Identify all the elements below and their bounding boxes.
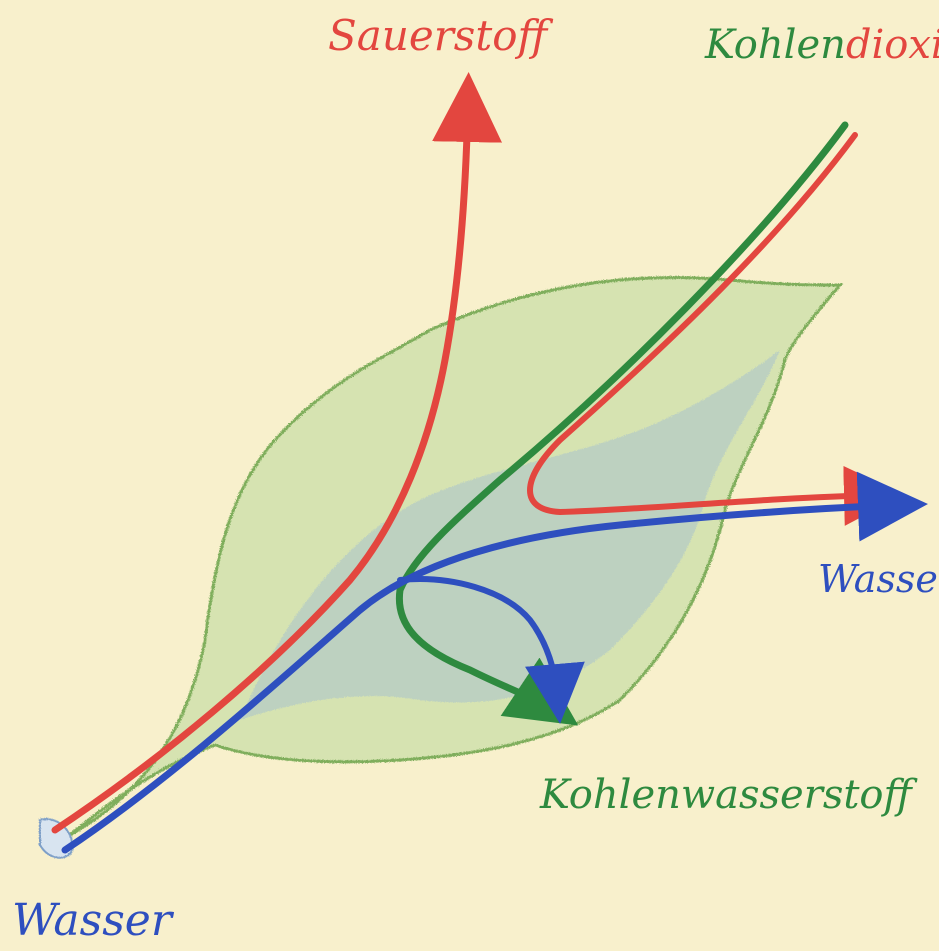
water-in-label: Wasser xyxy=(12,895,175,946)
co2-label: Kohlendioxid xyxy=(704,22,939,68)
oxygen-label: Sauerstoff xyxy=(328,11,554,60)
water-out-label: Wasser xyxy=(818,557,939,601)
carbohydrate-label: Kohlenwasserstoff xyxy=(539,772,918,818)
co2-label-part1: Kohlen xyxy=(704,22,846,68)
co2-label-part2: dioxid xyxy=(846,22,939,68)
